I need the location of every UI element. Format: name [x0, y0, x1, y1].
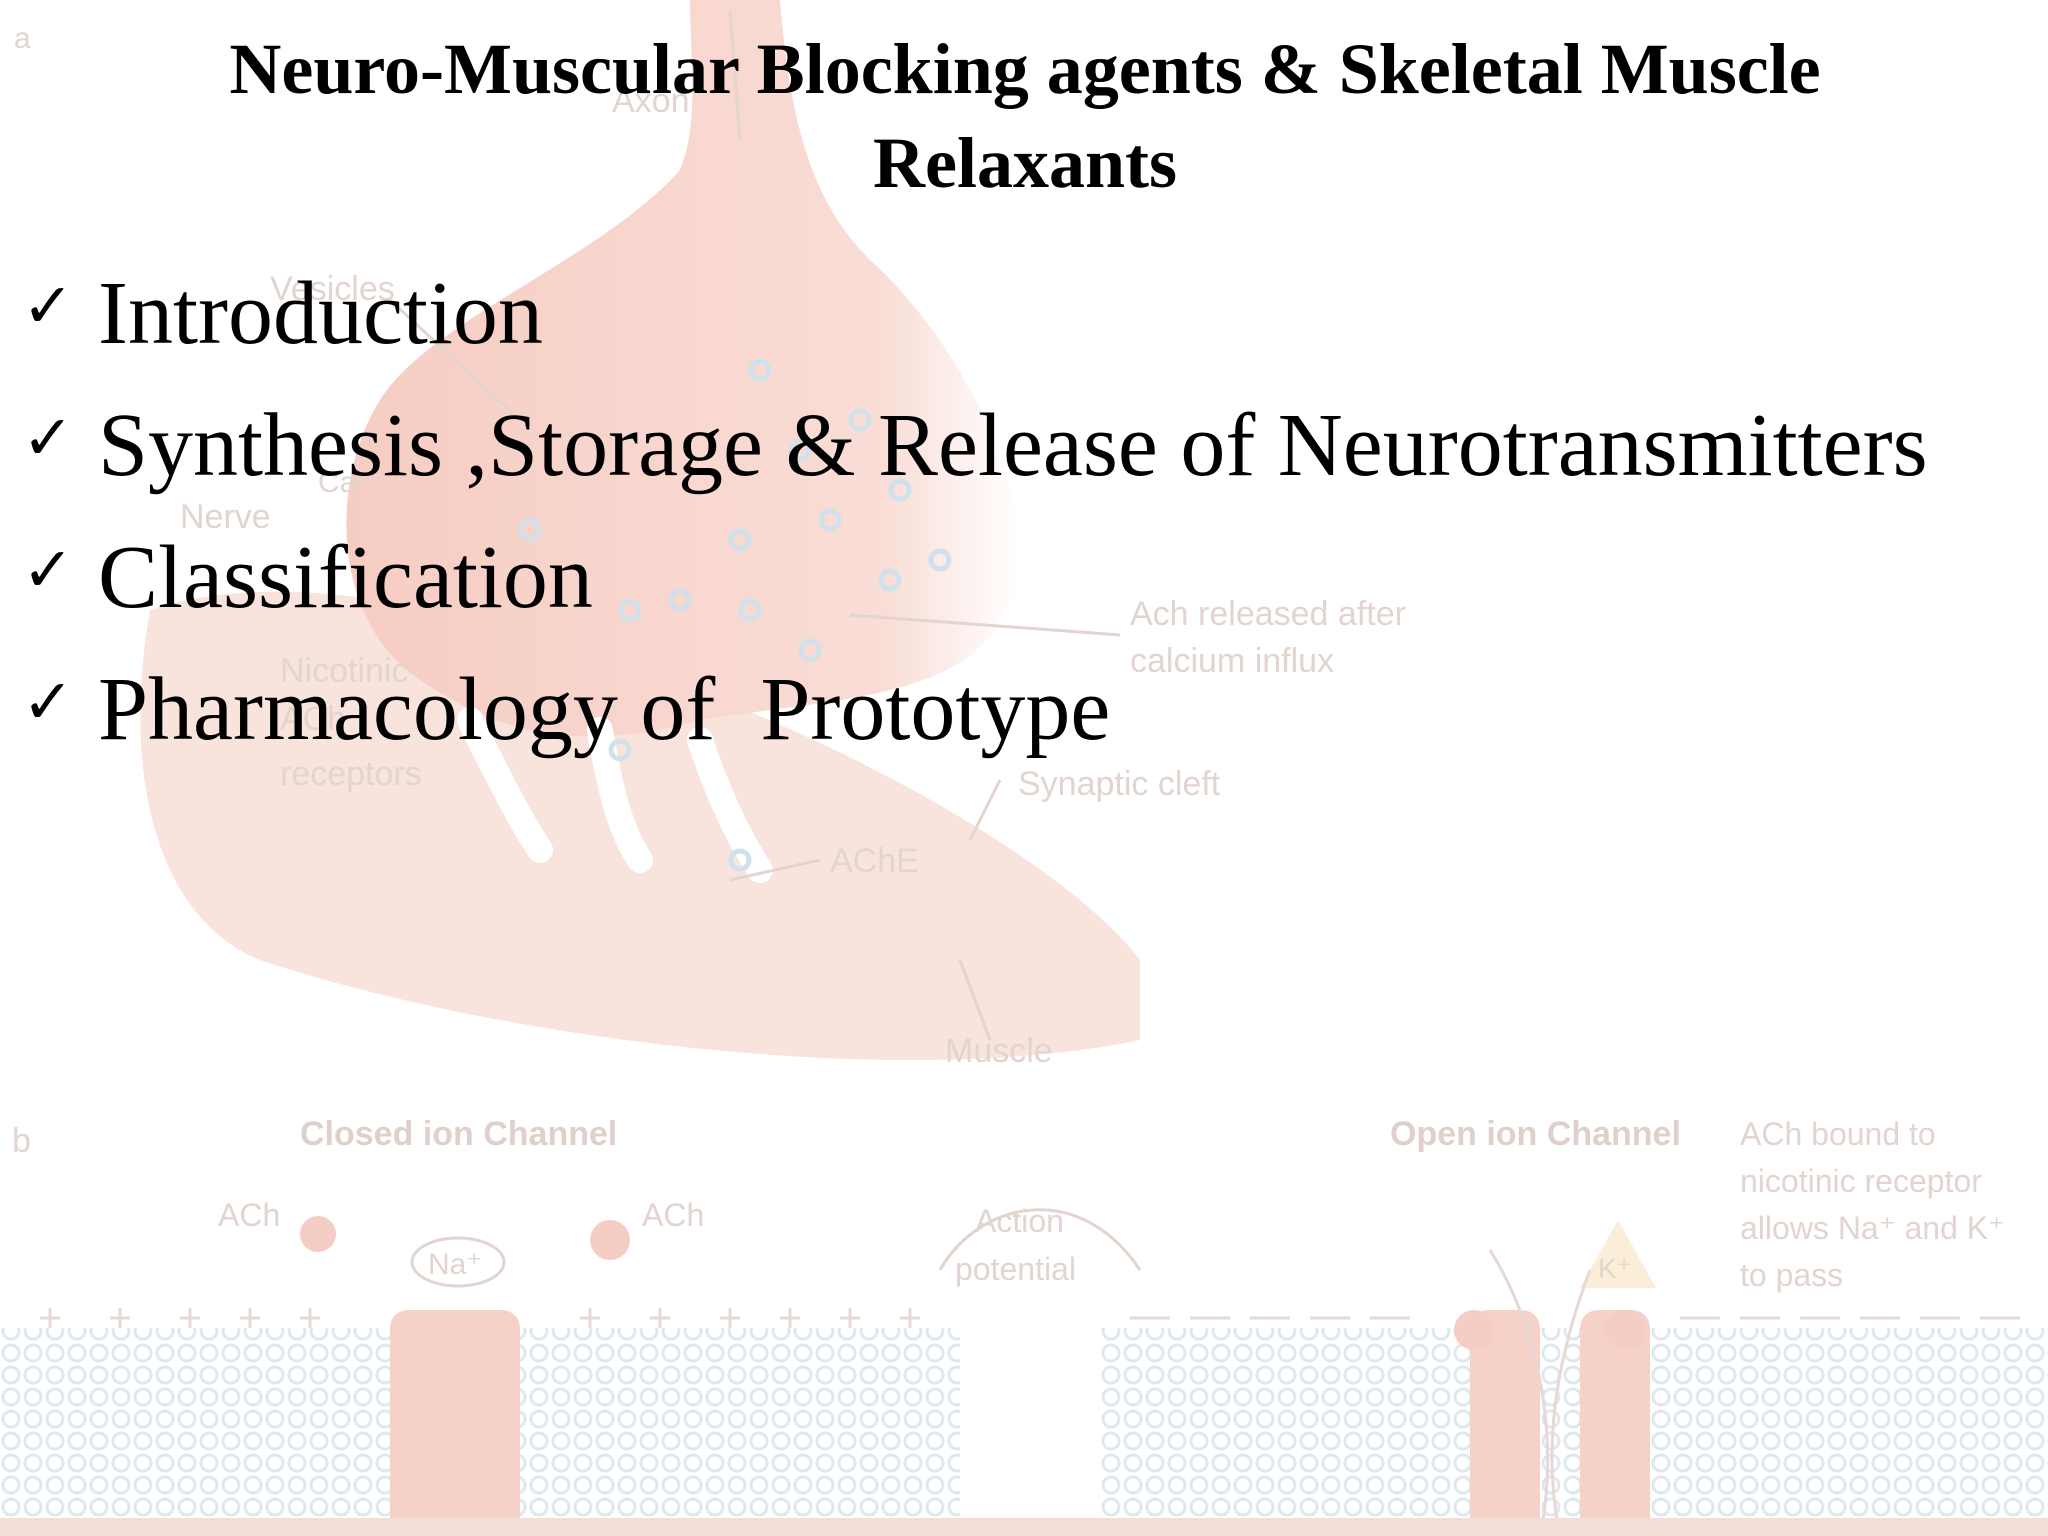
bullet-item-classification: ✓ Classification [22, 512, 1928, 644]
sodium-label: Na⁺ [428, 1248, 482, 1281]
bullet-item-synthesis: ✓ Synthesis ,Storage & Release of Neurot… [22, 380, 1928, 512]
ach-molecule-right [590, 1220, 630, 1260]
open-channel-left [1470, 1310, 1540, 1536]
checkmark-icon: ✓ [22, 269, 74, 342]
ach-bound-label-3: allows Na⁺ and K⁺ [1740, 1210, 2005, 1246]
calcium-label: Ca²⁺ [318, 466, 382, 499]
potassium-marker [1580, 1220, 1656, 1288]
nicotinic-label-1: Nicotinic [280, 652, 408, 690]
ach-molecule-left [300, 1216, 336, 1252]
nerve-label: Nerve [180, 498, 271, 536]
open-channel-label: Open ion Channel [1390, 1115, 1681, 1153]
panel-b-letter: b [12, 1122, 31, 1160]
bullet-text: Pharmacology of Prototype [98, 660, 1111, 759]
ach-right-label: ACh [642, 1197, 704, 1233]
membrane-right [1100, 1328, 2048, 1518]
action-potential-label-1: Action [975, 1203, 1064, 1239]
nerve-terminal-shape [346, 0, 1019, 737]
action-potential-label-2: potential [955, 1251, 1076, 1287]
checkmark-icon: ✓ [22, 665, 74, 738]
ach-left-label: ACh [218, 1197, 280, 1233]
bullet-item-pharmacology: ✓ Pharmacology of Prototype [22, 644, 1928, 776]
potassium-label: K⁺ [1598, 1253, 1631, 1284]
closed-channel-label: Closed ion Channel [300, 1115, 617, 1153]
ache-label: AChE [830, 842, 919, 880]
ach-released-label-2: calcium influx [1130, 642, 1334, 680]
bullet-text: Synthesis ,Storage & Release of Neurotra… [98, 396, 1928, 495]
ach-released-label-1: Ach released after [1130, 595, 1406, 633]
bullet-item-introduction: ✓ Introduction [22, 248, 1928, 380]
bullet-list: ✓ Introduction ✓ Synthesis ,Storage & Re… [22, 248, 1928, 776]
nicotinic-label-2: ACh [280, 700, 346, 738]
bullet-text: Classification [98, 528, 593, 627]
vesicles-label: Vesicles [270, 270, 395, 308]
ach-bound-label-2: nicotinic receptor [1740, 1163, 1982, 1199]
nicotinic-label-3: receptors [280, 755, 422, 793]
closed-channel [390, 1310, 520, 1536]
bullet-text: Introduction [98, 264, 543, 363]
checkmark-icon: ✓ [22, 401, 74, 474]
slide-title: Neuro-Muscular Blocking agents & Skeleta… [229, 29, 1821, 203]
muscle-shape [140, 591, 1141, 1061]
panel-a-letter: a [14, 22, 31, 55]
axon-label: Axon [612, 82, 690, 120]
checkmark-icon: ✓ [22, 533, 74, 606]
synaptic-cleft-label: Synaptic cleft [1018, 765, 1221, 803]
ach-bound-label-1: ACh bound to [1740, 1116, 1936, 1152]
muscle-label: Muscle [945, 1032, 1053, 1070]
open-channel-right [1580, 1310, 1650, 1536]
ach-bound-label-4: to pass [1740, 1257, 1843, 1293]
